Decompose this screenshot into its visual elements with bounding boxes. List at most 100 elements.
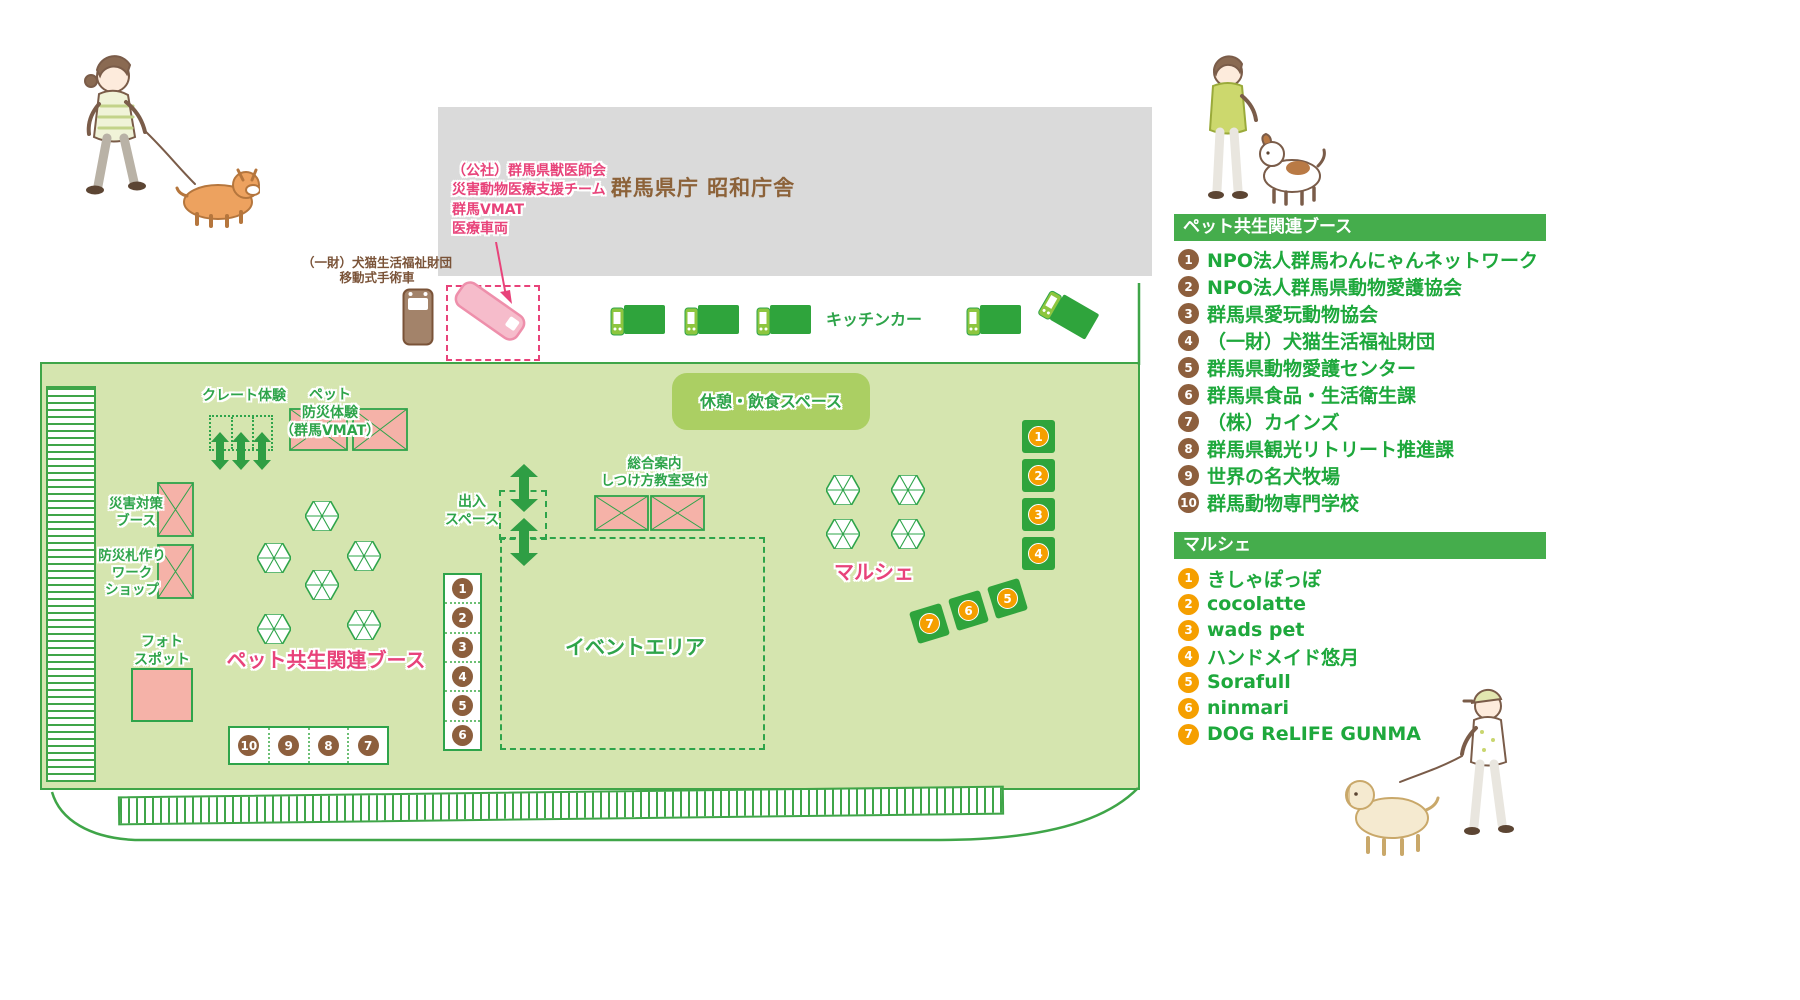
vmat-vehicle-zone <box>446 285 540 361</box>
building-label: 群馬県庁 昭和庁舎 <box>610 176 796 200</box>
marche-stall-number: 3 <box>1028 504 1049 525</box>
photo-spot-label: フォト スポット <box>134 634 190 668</box>
photo-spot <box>131 668 193 722</box>
info-desk-label: 総合案内 しつけ方教室受付 <box>600 456 709 489</box>
marche-stall-number: 5 <box>997 588 1018 609</box>
parasol-table-icon <box>347 541 381 571</box>
entrance-label: 出入 スペース <box>444 494 500 528</box>
marche-stall-number: 4 <box>1028 543 1049 564</box>
prefecture-building <box>438 107 1152 276</box>
booth-cell: 9 <box>267 728 308 763</box>
booth-cell: 4 <box>445 660 480 690</box>
legend-marche-header: マルシェ <box>1174 532 1546 559</box>
vmat-callout-line: 災害動物医療支援チーム <box>452 182 606 199</box>
outer-boundary-curve <box>50 787 1139 842</box>
vmat-callout-leader-line <box>495 242 512 304</box>
marche-stall-number: 1 <box>1028 426 1049 447</box>
parasol-table-icon <box>257 614 291 644</box>
pet-bosai-booth <box>289 408 348 451</box>
kitchen-truck-icon <box>684 305 739 336</box>
marche-stall: 4 <box>1022 537 1055 570</box>
marche-stall: 3 <box>1022 498 1055 531</box>
parasol-table-icon <box>347 610 381 640</box>
info-desk-booth <box>650 495 705 531</box>
surgery-van-label: （一財）犬猫生活福祉財団 移動式手術車 <box>301 255 452 285</box>
person-walking-dog-illustration <box>1345 688 1514 856</box>
legend-item: 7（株）カインズ <box>1178 408 1538 435</box>
flow-arrow-icon <box>211 432 229 470</box>
kitchen-truck-icon <box>610 305 665 336</box>
booth-number: 3 <box>452 636 473 658</box>
flow-arrow-icon <box>253 432 271 470</box>
field-right-boundary <box>1137 283 1141 365</box>
saigai-booth-label: 災害対策 ブース <box>109 496 163 529</box>
flow-arrow-icon <box>232 432 250 470</box>
bosaifuda-booth <box>157 544 194 599</box>
crate-experience-label: クレート体験 <box>202 388 286 404</box>
vmat-callout-line: 医療車両 <box>452 220 508 237</box>
marche-stall-number: 7 <box>919 613 940 634</box>
pet-booth-area-label: ペット共生関連ブース <box>226 648 426 672</box>
event-area-label: イベントエリア <box>565 635 705 659</box>
woman-with-dog-illustration <box>1208 55 1326 206</box>
booth-number: 8 <box>317 735 339 756</box>
booth-number: 4 <box>452 666 473 688</box>
marche-area-label: マルシェ <box>834 560 914 584</box>
pet-bosai-label: ペット 防災体験 （群馬VMAT） <box>279 387 381 440</box>
event-field <box>40 362 1140 790</box>
info-desk-booth <box>594 495 649 531</box>
booth-cell: 8 <box>307 728 348 763</box>
surgery-van-icon <box>402 288 434 346</box>
rest-area-label: 休憩・飲食スペース <box>699 392 843 411</box>
booth-strip-column: 1 2 3 4 5 6 <box>443 573 482 751</box>
legend-booths-header: ペット共生関連ブース <box>1174 214 1546 241</box>
booth-cell: 2 <box>445 602 480 631</box>
vmat-callout-text: （公社）群馬県獣医師会 災害動物医療支援チーム 群馬VMAT 医療車両 <box>452 162 682 239</box>
marche-stall: 1 <box>1022 420 1055 453</box>
parasol-table-icon <box>826 519 860 549</box>
entrance-arrow-icon <box>510 464 538 512</box>
booth-strip-row: 10 9 8 7 <box>228 726 389 765</box>
booth-number: 9 <box>278 735 300 756</box>
marche-stall-number: 2 <box>1028 465 1049 486</box>
parasol-table-icon <box>305 570 339 600</box>
marche-stall-number: 6 <box>958 600 979 621</box>
legend-item: 4（一財）犬猫生活福祉財団 <box>1178 327 1538 354</box>
booth-cell: 6 <box>445 719 480 749</box>
booth-number: 2 <box>452 607 473 629</box>
kitchen-car-label: キッチンカー <box>826 310 923 329</box>
kitchen-truck-icon <box>966 305 1021 336</box>
booth-number: 7 <box>357 735 379 756</box>
event-area-zone <box>500 537 765 750</box>
booth-cell: 3 <box>445 631 480 661</box>
booth-number: 5 <box>452 695 473 717</box>
woman-walking-corgi-illustration <box>84 55 260 228</box>
vmat-vehicle-icon <box>450 277 529 345</box>
vmat-callout-line: 群馬VMAT <box>452 201 525 218</box>
marche-stall: 2 <box>1022 459 1055 492</box>
booth-number: 6 <box>452 724 473 746</box>
parasol-table-icon <box>826 475 860 505</box>
kitchen-truck-icon <box>756 305 811 336</box>
parasol-table-icon <box>257 543 291 573</box>
left-hedge-strip <box>46 386 96 782</box>
booth-number: 1 <box>452 578 473 600</box>
parasol-table-icon <box>305 501 339 531</box>
